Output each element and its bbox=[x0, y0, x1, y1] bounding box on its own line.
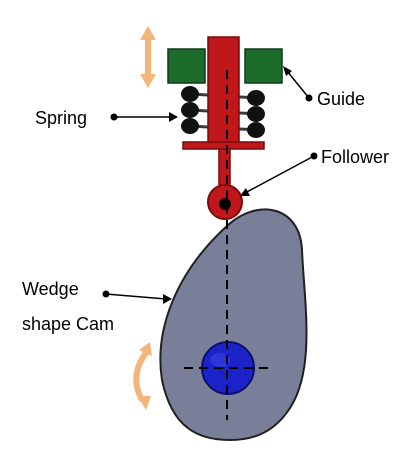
cam-callout-arrowhead bbox=[163, 294, 172, 304]
guide-callout-arrowhead bbox=[283, 66, 292, 76]
camshaft-highlight bbox=[210, 353, 230, 367]
follower-label: Follower bbox=[321, 147, 389, 167]
spring-callout-arrowhead bbox=[169, 112, 178, 122]
curved-double-arrow-icon bbox=[133, 342, 152, 410]
spring-coils-left bbox=[181, 86, 199, 134]
spring-coils-right bbox=[247, 90, 265, 138]
cam-label-line1: Wedge bbox=[22, 279, 79, 299]
double-headed-vertical-arrow-icon bbox=[140, 26, 156, 88]
follower-callout-line bbox=[244, 155, 315, 194]
guide-block-left bbox=[167, 48, 206, 84]
guide-block-right bbox=[244, 48, 283, 84]
cam-label-line2: shape Cam bbox=[22, 314, 114, 334]
spring-label: Spring bbox=[35, 108, 87, 128]
guide-label: Guide bbox=[317, 89, 365, 109]
follower-rod bbox=[207, 36, 240, 146]
cam-callout-line bbox=[105, 293, 167, 300]
spring-retainer-plate bbox=[182, 141, 265, 150]
guide-callout-line bbox=[286, 70, 310, 99]
follower-roller-pin bbox=[219, 198, 231, 210]
follower-callout-arrowhead bbox=[240, 188, 250, 196]
wedge-cam-body bbox=[159, 208, 308, 442]
